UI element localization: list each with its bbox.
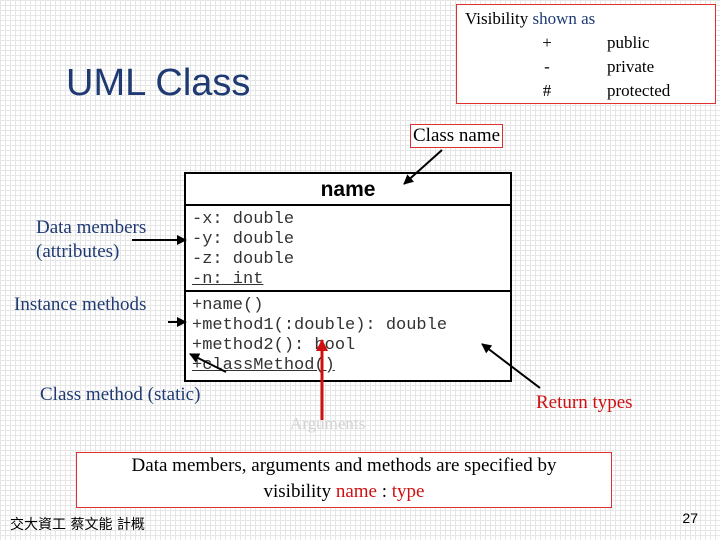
uml-attribute: -y: double <box>192 230 295 249</box>
data-members-label-line2: (attributes) <box>36 241 120 262</box>
visibility-row-protected: # protected <box>457 81 715 105</box>
summary-name-word: name <box>335 481 377 502</box>
class-name-arrow <box>403 149 443 185</box>
uml-methods: +name() +method1(:double): double +metho… <box>192 296 447 376</box>
data-members-label: Data members (attributes) <box>36 216 146 264</box>
visibility-symbol: + <box>542 33 552 52</box>
summary-box: Data members, arguments and methods are … <box>76 452 612 508</box>
visibility-meaning: public <box>607 33 650 52</box>
summary-visibility-word: visibility <box>263 481 336 502</box>
visibility-symbol: - <box>544 57 550 76</box>
uml-method: +classMethod() <box>192 356 335 375</box>
visibility-meaning: private <box>607 57 655 76</box>
uml-attribute: -n: int <box>192 270 264 289</box>
visibility-legend: Visibility shown as + public - private #… <box>456 4 716 104</box>
visibility-heading-plain: Visibility <box>465 9 533 28</box>
visibility-heading-colored: shown as <box>532 9 596 28</box>
uml-attribute: -x: double <box>192 210 295 229</box>
visibility-row-public: + public <box>457 33 715 57</box>
uml-class-name: name <box>186 174 510 206</box>
slide-title: UML Class <box>66 62 251 104</box>
visibility-symbol: # <box>542 81 552 100</box>
return-types-arrow <box>481 343 541 389</box>
uml-method: +method1(:double): double <box>192 316 448 335</box>
class-method-label: Class method (static) <box>40 384 201 405</box>
class-method-arrow <box>189 353 227 373</box>
visibility-meaning: protected <box>607 81 671 100</box>
uml-attributes: -x: double -y: double -z: double -n: int <box>192 210 294 290</box>
visibility-row-private: - private <box>457 57 715 81</box>
summary-colon: : <box>376 481 392 502</box>
return-types-label: Return types <box>536 392 633 413</box>
footer-author: 交大資工 蔡文能 計概 <box>10 517 145 533</box>
uml-class-box: name -x: double -y: double -z: double -n… <box>184 172 512 382</box>
arguments-label: Arguments <box>290 414 366 433</box>
summary-line2: visibility name : type <box>77 479 611 505</box>
class-name-label: Class name <box>410 124 504 148</box>
uml-method: +method2(): bool <box>192 336 356 355</box>
uml-divider <box>186 290 510 292</box>
instance-methods-label: Instance methods <box>14 294 147 315</box>
page-number: 27 <box>682 510 698 526</box>
uml-attribute: -z: double <box>192 250 295 269</box>
summary-line1: Data members, arguments and methods are … <box>131 455 557 476</box>
data-members-label-line1: Data members <box>36 217 147 238</box>
summary-type-word: type <box>391 481 425 502</box>
uml-method: +name() <box>192 296 264 315</box>
visibility-heading: Visibility shown as <box>465 9 595 29</box>
